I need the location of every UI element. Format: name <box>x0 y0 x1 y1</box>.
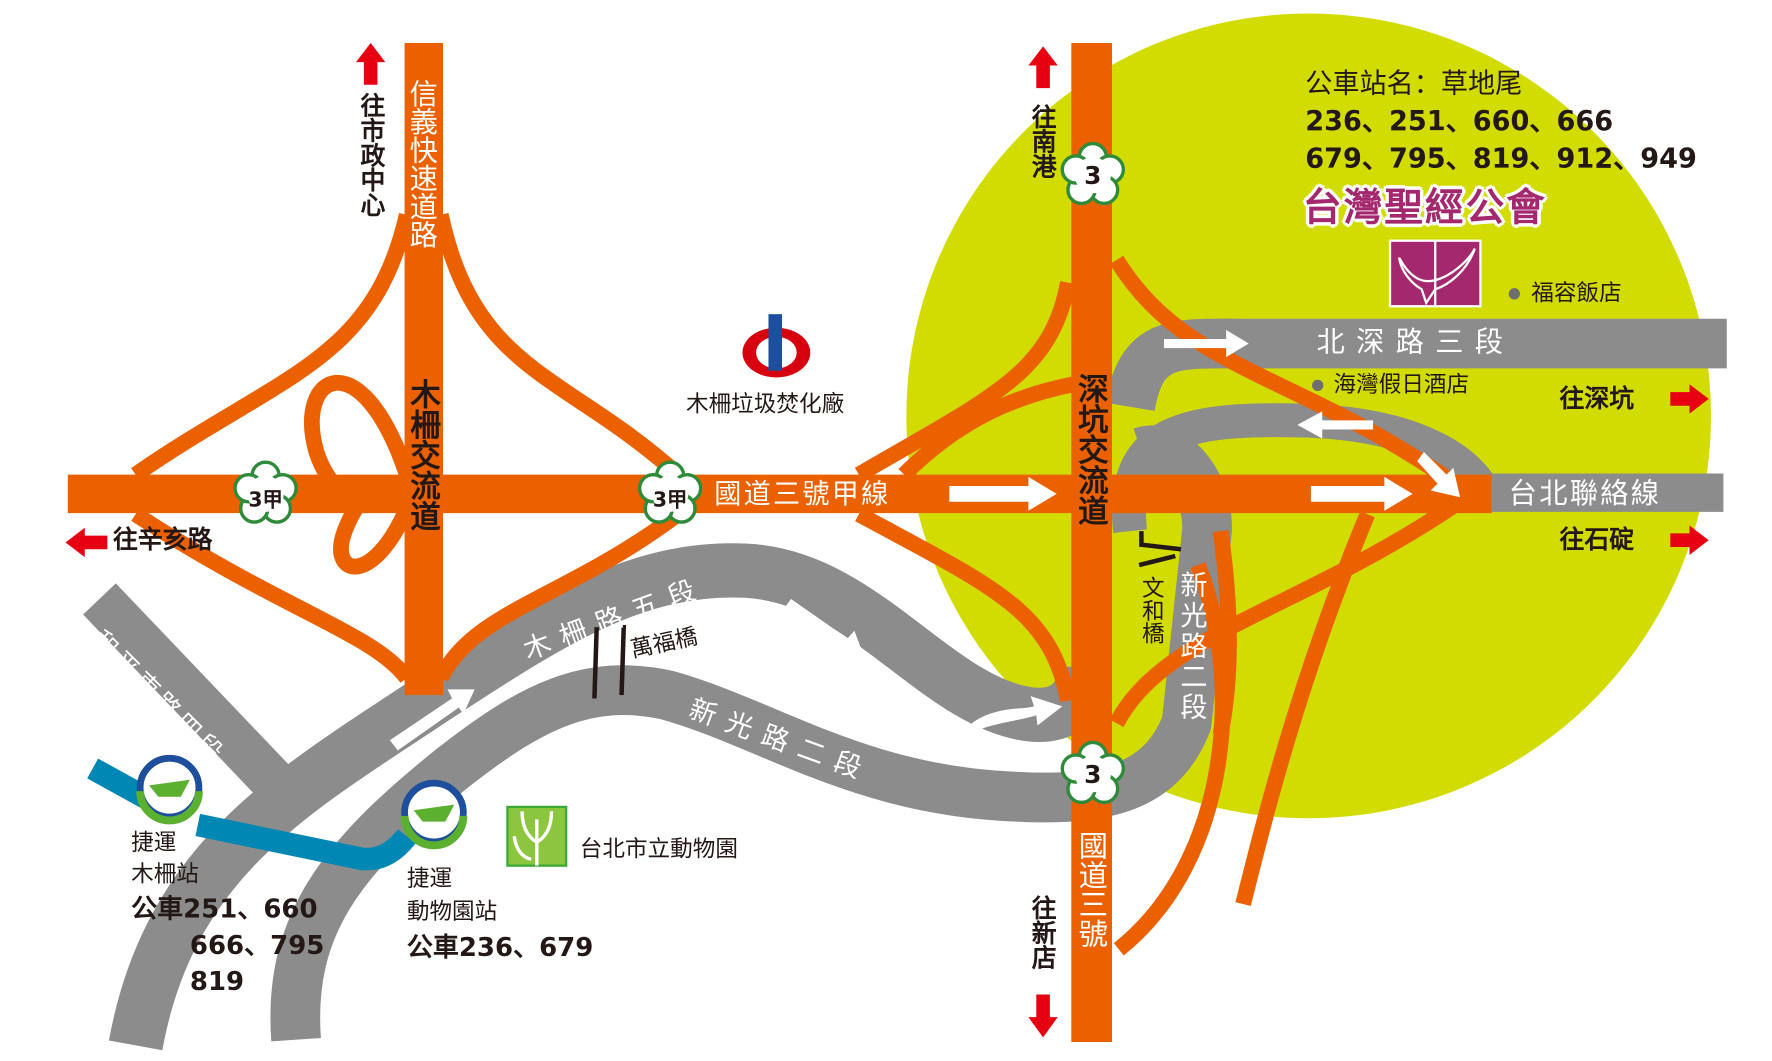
zoo-station-bus: 公車236、679 <box>406 933 594 963</box>
fullon-hotel-label: 福容飯店 <box>1531 279 1622 307</box>
direction-shiding: 往石碇 <box>1559 526 1635 555</box>
incinerator-label: 木柵垃圾焚化廠 <box>685 389 845 418</box>
arrow-icon <box>784 598 865 658</box>
wenhe-bridge-mark <box>1138 531 1182 568</box>
muzha-station-bus3: 819 <box>189 967 245 997</box>
arrow-icon <box>1164 329 1249 358</box>
wanfu-bridge-mark <box>592 624 627 699</box>
bus-routes-line1: 236、251、660、666 <box>1305 105 1614 137</box>
muzha-station-bus2: 666、795 <box>189 931 325 961</box>
muzha-station-line2: 木柵站 <box>131 860 199 888</box>
mrt-logo-icon <box>136 754 203 825</box>
arrow-right-icon <box>1670 525 1709 555</box>
route-3-shield-label: 3 <box>1084 761 1102 790</box>
bible-society-logo-icon <box>1388 239 1482 308</box>
freeway-3a-label: 國道三號甲線 <box>714 478 891 510</box>
direction-shenkeng: 往深坑 <box>1559 385 1635 414</box>
incinerator-logo-icon <box>742 314 811 378</box>
mrt-logo-icon <box>400 779 468 850</box>
muzha-station-bus1: 公車251、660 <box>131 895 318 925</box>
route-3-shield-label: 3 <box>1084 162 1102 191</box>
route-3a-shield-label: 3甲 <box>248 488 283 512</box>
xinguang-road <box>270 425 1232 1042</box>
arrow-right-icon <box>1670 384 1709 414</box>
arrow-up-icon <box>355 42 386 85</box>
direction-nangang: 往南港 <box>1027 103 1056 179</box>
zoo-station-line1: 捷運 <box>406 864 453 892</box>
direction-xinhai: 往辛亥路 <box>113 526 213 555</box>
muzha-interchange-label: 木柵交流道 <box>404 378 440 532</box>
muzha-station-line1: 捷運 <box>131 828 177 856</box>
bus-stop-name: 公車站名：草地尾 <box>1305 67 1523 100</box>
xinguang-road-vertical-label: 新光路二段 <box>1175 570 1207 724</box>
ramp-loop <box>1111 403 1495 534</box>
direction-xindian: 往新店 <box>1027 895 1056 970</box>
beishen-road-label: 北深路三段 <box>1316 325 1515 359</box>
route-3a-shield-label: 3甲 <box>652 488 688 512</box>
arrow-icon <box>1417 452 1461 498</box>
wenhe-bridge-label: 文和橋 <box>1138 576 1166 645</box>
arrow-icon <box>1297 411 1374 439</box>
freeway-3-label: 國道三號 <box>1073 830 1108 949</box>
bus-routes-line2: 679、795、819、912、949 <box>1305 142 1697 175</box>
xinyi-expressway-label: 信義快速道路 <box>405 79 439 249</box>
direction-city-hall: 往市政中心 <box>355 92 385 217</box>
shenkeng-interchange-label: 深坑交流道 <box>1072 372 1108 526</box>
zoo-logo-icon <box>506 805 568 867</box>
arrow-icon <box>971 696 1063 731</box>
organization-name: 台灣聖經公會 <box>1303 185 1548 231</box>
zoo-station-line2: 動物園站 <box>406 897 498 925</box>
arrow-icon <box>389 689 475 751</box>
arrow-left-icon <box>65 527 108 558</box>
arrow-icon <box>1310 476 1413 511</box>
holiday-inn-label: 海灣假日酒店 <box>1333 370 1470 398</box>
taipei-link-label: 台北聯絡線 <box>1508 476 1662 510</box>
arrow-up-icon <box>1028 46 1058 89</box>
arrow-icon <box>949 476 1057 511</box>
zoo-label: 台北市立動物園 <box>579 835 738 863</box>
arrow-down-icon <box>1028 994 1058 1038</box>
heping-road <box>83 583 305 813</box>
